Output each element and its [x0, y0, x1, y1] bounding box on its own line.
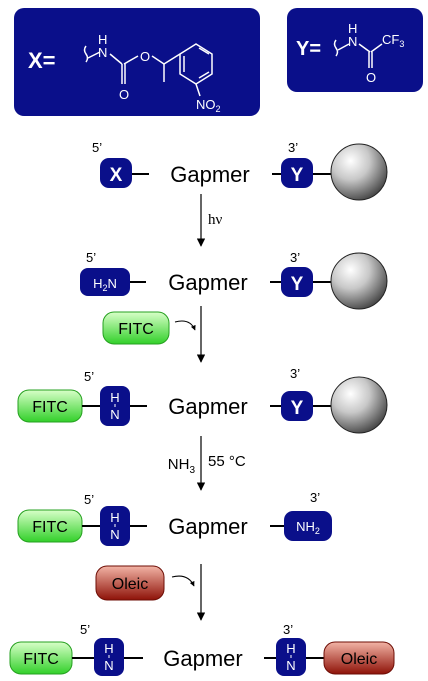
row-4-nh2-label: NH2	[296, 519, 320, 536]
row-3-gapmer-label: Gapmer	[168, 394, 247, 419]
x-structure-atoms: H N O O NO2	[98, 32, 221, 114]
svg-text:N: N	[104, 658, 113, 673]
row-5-gapmer-label: Gapmer	[163, 646, 242, 671]
row-4-nh2-block	[284, 511, 332, 541]
row-4-fitc-label: FITC	[32, 519, 68, 536]
row-2-h2n-block	[80, 268, 130, 296]
y-structure-bonds	[333, 39, 383, 68]
svg-text:N: N	[286, 658, 295, 673]
row-2-y-block	[281, 267, 313, 297]
row-5-five-prime: 5’	[80, 622, 90, 637]
row-3-y-block	[281, 391, 313, 421]
step-4-oleic-coupling-arrow: Oleic	[95, 564, 206, 621]
row-4-nh-h: H	[110, 510, 119, 525]
svg-text:CF3: CF3	[382, 32, 404, 49]
step-3-condition-nh3: NH3	[168, 456, 196, 476]
svg-text:H: H	[104, 641, 113, 656]
step-1-photolysis-arrow: hν	[196, 194, 223, 247]
row-3-solid-support-bead	[330, 376, 388, 434]
step-4-oleic-reagent-label: Oleic	[112, 576, 148, 593]
row-5-fitc-label: FITC	[23, 651, 59, 668]
row-1-protected-gapmer: 5’ 3’ X Gapmer Y	[92, 140, 388, 201]
step-4-oleic-reagent-pill	[95, 565, 165, 601]
row-2-y-label: Y	[291, 274, 304, 295]
x-benzene-ring	[179, 43, 213, 85]
row-1-solid-support-bead	[330, 143, 388, 201]
row-4-nh-n: N	[110, 527, 119, 542]
row-2-gapmer-label: Gapmer	[168, 270, 247, 295]
row-3-fitc-label: FITC	[32, 399, 68, 416]
svg-text:N: N	[98, 45, 107, 60]
step-1-condition-hv: hν	[208, 212, 223, 228]
row-5-oleic-block	[323, 641, 395, 675]
row-4-gapmer-label: Gapmer	[168, 514, 247, 539]
step-2-curved-arrow	[174, 320, 196, 331]
svg-text:O: O	[119, 87, 129, 102]
svg-text:H: H	[348, 21, 357, 36]
row-3-y-label: Y	[291, 398, 304, 419]
step-2-fitc-reagent-pill	[102, 311, 170, 345]
x-definition-label: X=	[28, 48, 56, 73]
row-1-x-label: X	[110, 165, 123, 186]
svg-text:O: O	[366, 70, 376, 85]
x-box-background	[14, 8, 260, 116]
row-3-fitc-gapmer-on-bead: 5’ 3’ FITC H N Gapmer Y	[17, 366, 388, 434]
row-5-oleic-label: Oleic	[341, 651, 377, 668]
row-5-fitc-gapmer-oleic-conjugate: 5’ 3’ FITC H N Gapmer H N Oleic	[9, 622, 395, 676]
step-2-fitc-reagent-label: FITC	[118, 321, 154, 338]
row-2-amine-gapmer: 5’ 3’ H2N Gapmer Y	[80, 250, 388, 310]
y-wavy-bond	[333, 39, 339, 57]
step-4-curved-arrow	[171, 575, 195, 587]
step-2-fitc-coupling-arrow: FITC	[102, 306, 206, 363]
svg-text:NO2: NO2	[196, 97, 221, 114]
row-4-five-prime: 5’	[84, 492, 94, 507]
row-2-five-prime: 5’	[86, 250, 96, 265]
row-3-three-prime: 3’	[290, 366, 300, 381]
step-3-condition-temperature: 55 °C	[208, 453, 246, 470]
x-definition-box: X= H N O O NO2	[14, 8, 260, 116]
svg-text:N: N	[348, 34, 357, 49]
svg-text:O: O	[140, 49, 150, 64]
row-5-three-prime: 3’	[283, 622, 293, 637]
row-3-nh-h: H	[110, 390, 119, 405]
row-1-y-block	[281, 158, 313, 188]
step-3-ammonia-cleavage-arrow: NH3 55 °C	[168, 436, 246, 491]
y-box-background	[287, 8, 423, 92]
row-2-three-prime: 3’	[290, 250, 300, 265]
row-1-five-prime: 5’	[92, 140, 102, 155]
row-1-gapmer-label: Gapmer	[170, 162, 249, 187]
row-4-three-prime: 3’	[310, 490, 320, 505]
row-4-fitc-gapmer-amine: 5’ 3’ FITC H N Gapmer NH2	[17, 490, 332, 546]
svg-text:H: H	[98, 32, 107, 47]
svg-text:H: H	[286, 641, 295, 656]
row-1-three-prime: 3’	[288, 140, 298, 155]
y-definition-label: Y=	[296, 38, 321, 60]
row-1-y-label: Y	[291, 165, 304, 186]
row-2-h2n-label: H2N	[93, 276, 117, 293]
row-3-five-prime: 5’	[84, 369, 94, 384]
x-wavy-bond	[83, 45, 89, 63]
row-2-solid-support-bead	[330, 252, 388, 310]
row-1-x-block	[100, 158, 132, 188]
y-definition-box: Y= H N CF3 O	[287, 8, 423, 92]
x-structure-bonds	[83, 43, 213, 97]
y-structure-atoms: H N CF3 O	[348, 21, 404, 85]
row-3-nh-n: N	[110, 407, 119, 422]
